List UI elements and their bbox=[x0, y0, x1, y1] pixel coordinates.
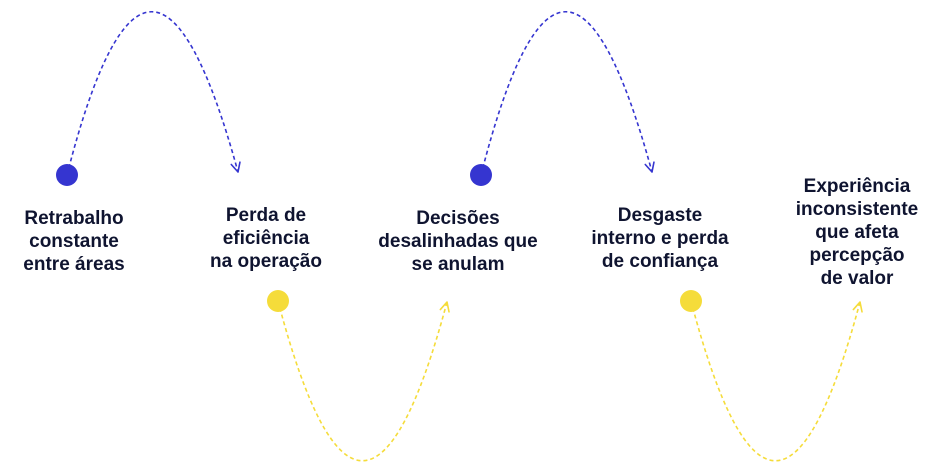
connector-arc-4 bbox=[690, 300, 861, 462]
node-dot-icon bbox=[56, 164, 78, 186]
node-dot-icon bbox=[680, 290, 702, 312]
step-label-3: Decisões desalinhadas que se anulam bbox=[378, 208, 538, 275]
node-dot-icon bbox=[267, 290, 289, 312]
step-label-5: Experiência inconsistente que afeta perc… bbox=[795, 176, 919, 289]
arrowhead-icon bbox=[439, 301, 450, 313]
connector-arc-3 bbox=[480, 11, 653, 176]
step-label-4: Desgaste interno e perda de confiança bbox=[591, 205, 729, 272]
step-label-1: Retrabalho constante entre áreas bbox=[23, 208, 125, 275]
connector-arc-1 bbox=[66, 11, 239, 176]
arrowhead-icon bbox=[852, 301, 863, 313]
node-dot-icon bbox=[470, 164, 492, 186]
arrowhead-icon bbox=[230, 161, 241, 173]
connector-nodes bbox=[56, 164, 702, 312]
step-label-2: Perda de eficiência na operação bbox=[210, 205, 322, 272]
arrowhead-icon bbox=[644, 161, 655, 173]
connector-arcs bbox=[66, 11, 863, 462]
connector-arc-2 bbox=[277, 300, 448, 462]
